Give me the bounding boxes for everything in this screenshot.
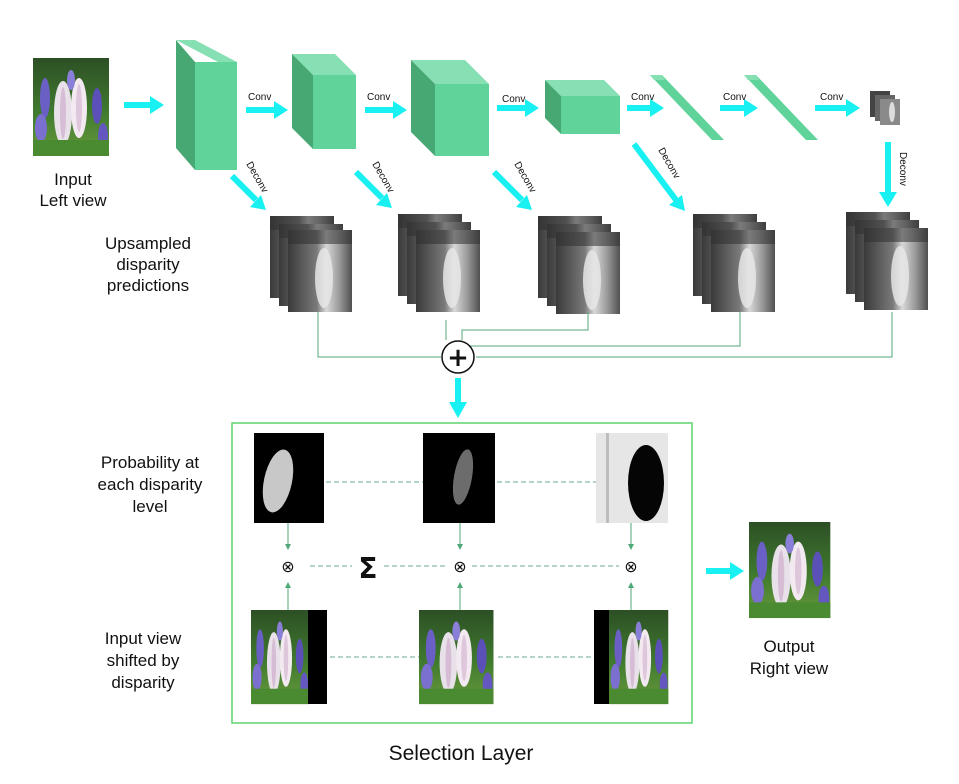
sum-node: + [441, 340, 475, 374]
conv-arrow-3 [497, 99, 539, 117]
conv-block-4 [545, 80, 620, 134]
deconv-label-5: Deconv [897, 152, 908, 186]
probability-map-1 [254, 433, 324, 523]
conv-arrow-4 [627, 99, 664, 117]
conv-block-1 [176, 40, 237, 170]
conv-label-4: Conv [631, 92, 654, 103]
probability-label-line1: Probability at [101, 453, 200, 472]
probability-map-2 [423, 433, 495, 523]
multiply-connectors [287, 523, 632, 610]
conv-block-5 [650, 75, 724, 140]
deconv-arrow-4 [631, 142, 685, 211]
disparity-stack-3 [538, 216, 620, 314]
shifted-label-line1: Input view [105, 629, 182, 648]
upsampled-label-line2: disparity [116, 255, 180, 274]
input-label-line2: Left view [39, 191, 107, 210]
multiply-arrowheads [285, 544, 634, 588]
shifted-label-line3: disparity [111, 673, 175, 692]
upsampled-label-line1: Upsampled [105, 234, 191, 253]
conv-block-6 [744, 75, 818, 140]
deconv-arrow-5 [879, 142, 897, 207]
conv-label-5: Conv [723, 92, 746, 103]
multiply-symbol-3: ⊗ [624, 557, 637, 576]
shifted-view-2 [419, 610, 494, 705]
output-label-line2: Right view [750, 659, 829, 678]
disparity-stack-1 [270, 216, 352, 312]
disparity-stack-4 [693, 214, 775, 312]
conv-label-3: Conv [502, 94, 525, 105]
sum-to-selection-arrow [449, 378, 467, 418]
selection-layer-title: Selection Layer [389, 742, 534, 765]
disparity-stack-2 [398, 214, 480, 312]
multiply-symbol-1: ⊗ [281, 557, 294, 576]
deconv-arrow-2 [353, 169, 392, 208]
disparity-stack-5 [846, 212, 928, 310]
output-label-line1: Output [763, 637, 814, 656]
output-right-view-image [749, 522, 831, 619]
input-label-line1: Input [54, 170, 92, 189]
probability-label-line3: level [133, 497, 168, 516]
input-arrow [124, 96, 164, 114]
conv-block-2 [292, 54, 356, 149]
conv-label-2: Conv [367, 92, 390, 103]
multiply-symbol-2: ⊗ [453, 557, 466, 576]
deconv-arrow-1 [229, 173, 266, 210]
output-arrow [706, 562, 744, 580]
probability-label-line2: each disparity [98, 475, 203, 494]
deconv-arrow-3 [491, 169, 532, 210]
final-feature-stack [870, 91, 900, 125]
probability-map-3 [596, 433, 668, 523]
sum-symbol: Σ [358, 552, 377, 585]
shifted-view-1 [251, 610, 327, 705]
conv-arrow-2 [365, 101, 407, 119]
conv-arrow-6 [815, 99, 860, 117]
shifted-label-line2: shifted by [107, 651, 180, 670]
conv-arrow-1 [246, 101, 288, 119]
conv-arrow-5 [720, 99, 758, 117]
conv-label-6: Conv [820, 92, 843, 103]
selection-layer-box [231, 422, 693, 724]
input-left-view-image [33, 58, 109, 156]
upsampled-label-line3: predictions [107, 276, 189, 295]
conv-label-1: Conv [248, 92, 271, 103]
plus-symbol: + [447, 343, 469, 373]
sum-connectors [317, 312, 893, 358]
shifted-view-3 [594, 610, 669, 705]
conv-block-3 [411, 60, 489, 156]
